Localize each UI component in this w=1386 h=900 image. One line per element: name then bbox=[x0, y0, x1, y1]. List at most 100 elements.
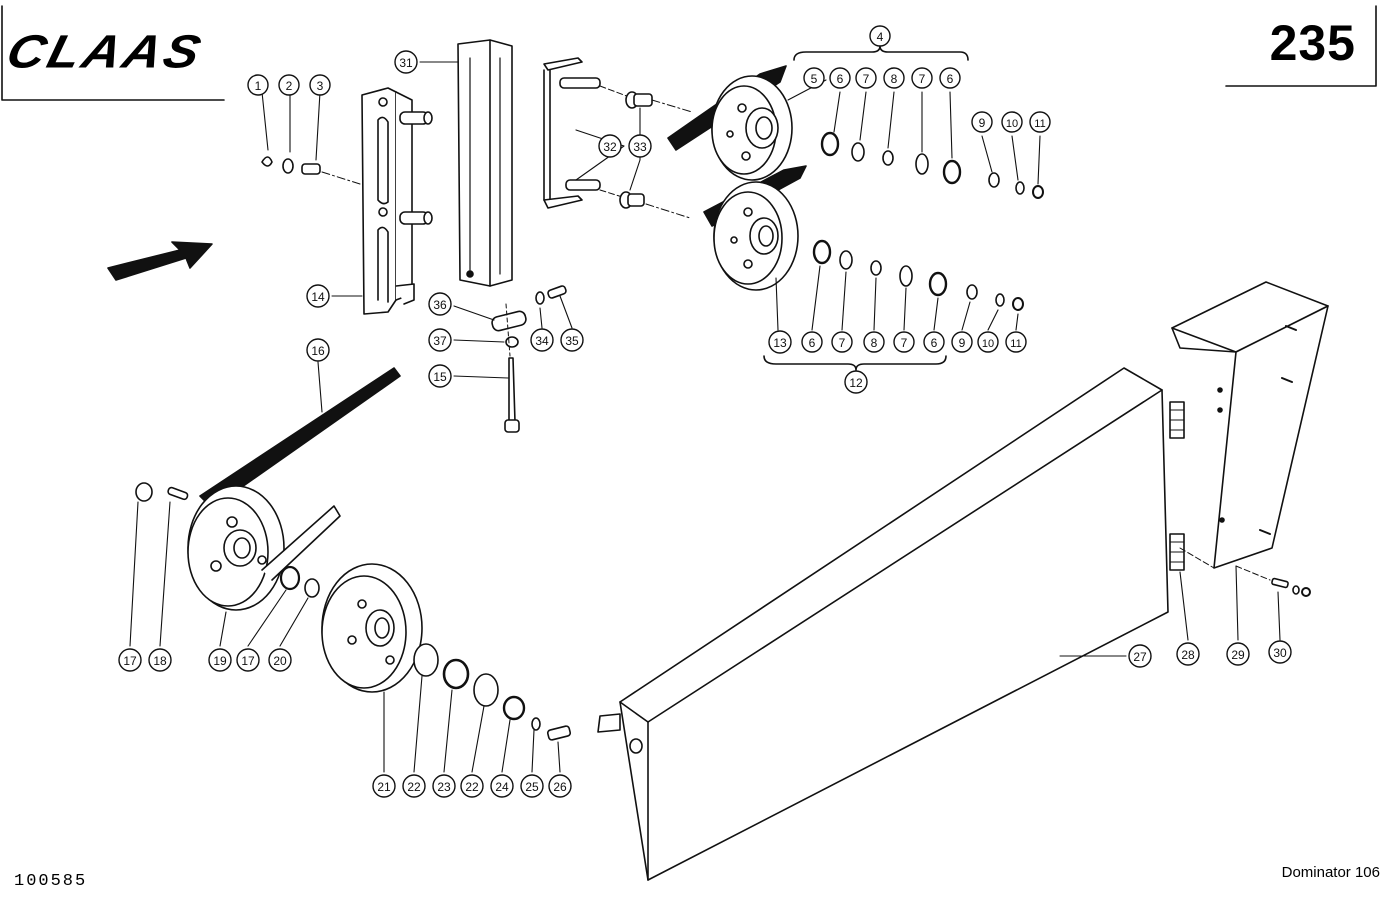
svg-text:7: 7 bbox=[839, 336, 846, 350]
svg-text:29: 29 bbox=[1231, 648, 1245, 662]
svg-text:14: 14 bbox=[311, 290, 325, 304]
callout: 3 bbox=[309, 74, 331, 96]
svg-text:3: 3 bbox=[317, 79, 324, 93]
svg-text:8: 8 bbox=[871, 336, 878, 350]
callout: 25 bbox=[520, 774, 544, 798]
svg-text:5: 5 bbox=[811, 72, 818, 86]
svg-text:12: 12 bbox=[849, 376, 863, 390]
callout: 24 bbox=[490, 774, 514, 798]
lower-pulley bbox=[703, 165, 807, 291]
callout: 14 bbox=[306, 284, 330, 308]
svg-text:6: 6 bbox=[809, 336, 816, 350]
pin-and-bolts-centre bbox=[491, 285, 567, 433]
svg-text:25: 25 bbox=[525, 780, 539, 794]
svg-text:37: 37 bbox=[433, 334, 447, 348]
callout: 32 bbox=[598, 134, 622, 158]
svg-text:20: 20 bbox=[273, 654, 287, 668]
callout: 4 bbox=[869, 25, 891, 47]
small-fasteners-1-3 bbox=[261, 156, 361, 185]
svg-text:11: 11 bbox=[1034, 118, 1045, 130]
bearing-stack-upper bbox=[820, 131, 1044, 199]
callout: 7 bbox=[893, 331, 915, 353]
svg-text:10: 10 bbox=[982, 338, 994, 350]
callout: 31 bbox=[394, 50, 418, 74]
slotted-bracket bbox=[361, 87, 433, 315]
callout-balloons: 1 2 3 4 5 6 7 8 7 6 9 10 11 31 32 33 14 … bbox=[118, 25, 1292, 798]
callout: 9 bbox=[971, 111, 993, 133]
callout: 18 bbox=[148, 648, 172, 672]
svg-text:27: 27 bbox=[1133, 650, 1147, 664]
callout: 6 bbox=[801, 331, 823, 353]
callout: 10 bbox=[977, 331, 999, 353]
upper-pulley bbox=[667, 65, 793, 181]
callout: 2 bbox=[278, 74, 300, 96]
callout: 6 bbox=[923, 331, 945, 353]
callout: 23 bbox=[432, 774, 456, 798]
page-number: 235 bbox=[1269, 15, 1356, 71]
svg-text:36: 36 bbox=[433, 298, 447, 312]
callout: 11 bbox=[1005, 331, 1027, 353]
direction-arrow bbox=[107, 241, 213, 281]
callout: 30 bbox=[1268, 640, 1292, 664]
svg-text:26: 26 bbox=[553, 780, 567, 794]
callout: 10 bbox=[1001, 111, 1023, 133]
callout: 7 bbox=[831, 331, 853, 353]
svg-text:32: 32 bbox=[603, 140, 617, 154]
svg-text:8: 8 bbox=[891, 72, 898, 86]
svg-text:6: 6 bbox=[931, 336, 938, 350]
svg-text:19: 19 bbox=[213, 654, 227, 668]
callout: 15 bbox=[428, 364, 452, 388]
svg-text:31: 31 bbox=[399, 56, 413, 70]
svg-text:34: 34 bbox=[535, 334, 549, 348]
callout: 37 bbox=[428, 328, 452, 352]
channel-post bbox=[457, 39, 513, 287]
long-cover bbox=[597, 367, 1169, 881]
nut-33-lower bbox=[619, 191, 645, 209]
lower-front-pulley bbox=[321, 563, 423, 693]
callout: 1 bbox=[247, 74, 269, 96]
svg-text:33: 33 bbox=[633, 140, 647, 154]
callout: 9 bbox=[951, 331, 973, 353]
svg-text:7: 7 bbox=[901, 336, 908, 350]
callout: 13 bbox=[768, 330, 792, 354]
callout: 28 bbox=[1176, 642, 1200, 666]
callout: 12 bbox=[844, 370, 868, 394]
svg-text:4: 4 bbox=[877, 30, 884, 44]
callout: 20 bbox=[268, 648, 292, 672]
svg-text:18: 18 bbox=[153, 654, 167, 668]
svg-text:6: 6 bbox=[837, 72, 844, 86]
svg-text:22: 22 bbox=[465, 780, 479, 794]
svg-text:6: 6 bbox=[947, 72, 954, 86]
callout: 26 bbox=[548, 774, 572, 798]
callout: 34 bbox=[530, 328, 554, 352]
callout: 8 bbox=[863, 331, 885, 353]
svg-text:17: 17 bbox=[241, 654, 255, 668]
callout: 8 bbox=[883, 67, 905, 89]
small-parts-17-18-20 bbox=[135, 482, 320, 598]
callout: 16 bbox=[306, 338, 330, 362]
callout: 27 bbox=[1128, 644, 1152, 668]
svg-text:28: 28 bbox=[1181, 648, 1195, 662]
callout: 22 bbox=[402, 774, 426, 798]
callout: 21 bbox=[372, 774, 396, 798]
callout: 7 bbox=[855, 67, 877, 89]
svg-text:23: 23 bbox=[437, 780, 451, 794]
svg-text:9: 9 bbox=[979, 116, 986, 130]
callout: 33 bbox=[628, 134, 652, 158]
svg-text:1: 1 bbox=[255, 79, 262, 93]
group-brace-12 bbox=[763, 355, 947, 371]
callout: 17 bbox=[118, 648, 142, 672]
callout: 5 bbox=[803, 67, 825, 89]
callout: 19 bbox=[208, 648, 232, 672]
hinges bbox=[1169, 401, 1185, 571]
svg-text:35: 35 bbox=[565, 334, 579, 348]
upright-cover bbox=[1171, 281, 1329, 569]
nut-33-upper bbox=[625, 91, 653, 109]
svg-text:2: 2 bbox=[286, 79, 293, 93]
frame-lines bbox=[1, 5, 1377, 101]
svg-text:16: 16 bbox=[311, 344, 325, 358]
model-name: Dominator 106 bbox=[1281, 864, 1380, 881]
svg-text:15: 15 bbox=[433, 370, 447, 384]
document-number: 100585 bbox=[14, 872, 88, 891]
